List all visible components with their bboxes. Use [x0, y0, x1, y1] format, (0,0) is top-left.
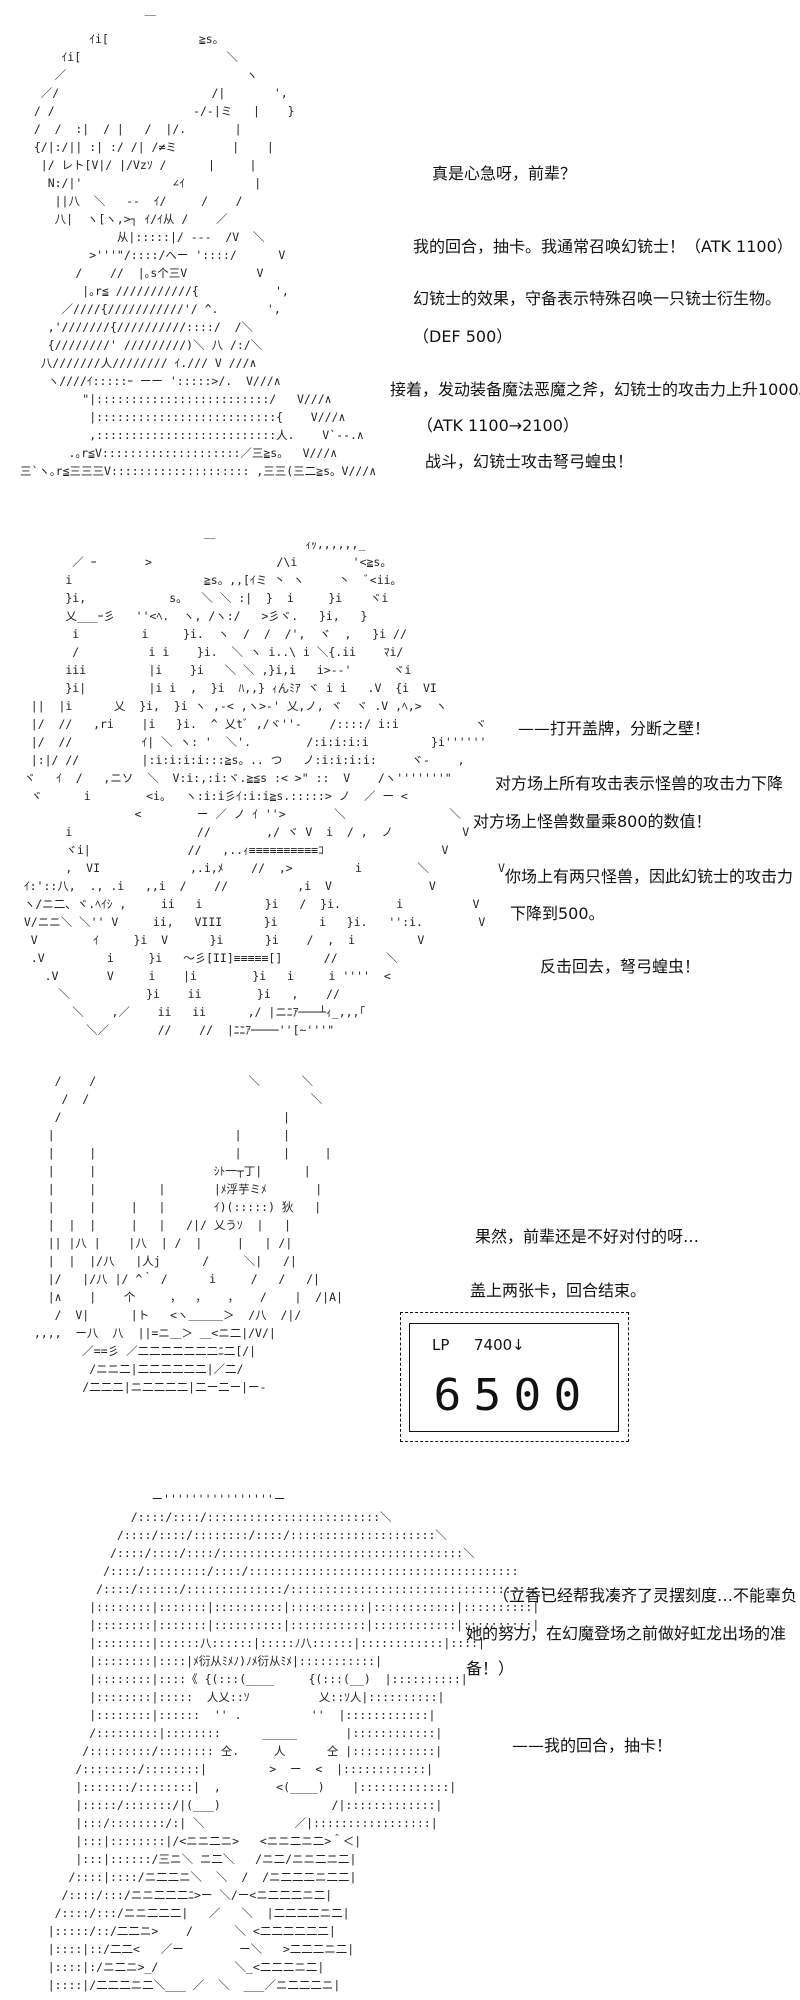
- dialogue-line: （DEF 500）: [413, 327, 513, 346]
- dialogue-line: 反击回去，弩弓蝗虫！: [540, 957, 701, 976]
- lp-digit: 5: [473, 1370, 502, 1421]
- life-points-display: LP 7400↓ 6 5 0 0: [400, 1312, 629, 1442]
- lp-label: LP: [432, 1336, 450, 1354]
- dialogue-line: ——我的回合，抽卡！: [512, 1736, 673, 1755]
- ascii-art-character-2: ￣ ｨｯ,,,,,,_ ／ ｰ > /\i '<≧s。 i ≧s。,,[ｲミ 丶…: [23, 537, 505, 1037]
- dialogue-line: 盖上两张卡，回合结束。: [470, 1281, 647, 1300]
- lp-previous-value: 7400↓: [474, 1336, 525, 1354]
- dialogue-line: 果然，前辈还是不好对付的呀…: [475, 1227, 700, 1246]
- lp-current-value: 6 5 0 0: [433, 1370, 582, 1421]
- ascii-art-character-4: ー''''''''''''''''ー /::::/::::/::::::::::…: [47, 1492, 547, 1992]
- lp-digit: 0: [513, 1370, 542, 1421]
- life-points-inner-frame: LP 7400↓ 6 5 0 0: [409, 1323, 619, 1432]
- dialogue-line: 她的努力，在幻魔登场之前做好虹龙出场的准: [466, 1624, 787, 1643]
- dialogue-line: ——打开盖牌，分断之壁！: [518, 719, 711, 738]
- dialogue-line: 下降到500。: [510, 904, 605, 923]
- dialogue-line: 对方场上所有攻击表示怪兽的攻击力下降: [495, 774, 784, 793]
- dialogue-line: 你场上有两只怪兽，因此幻铳士的攻击力: [505, 867, 794, 886]
- lp-digit: 6: [433, 1370, 462, 1421]
- dialogue-line: 真是心急呀，前辈？: [432, 164, 577, 183]
- dialogue-line: （ATK 1100→2100）: [417, 416, 579, 435]
- dialogue-line: 对方场上怪兽数量乘800的数值！: [473, 812, 712, 831]
- ascii-art-character-3: / / ＼ ＼ / / ＼ / | | | | | | | |: [33, 1074, 343, 1394]
- dialogue-line: 幻铳士的效果，守备表示特殊召唤一只铳士衍生物。: [413, 289, 782, 308]
- ascii-art-character-1: ￣ ｲi[ ≧s。 ｲi[ ＼ ／ ヽ ／/ /| ', / / -/-|ミ |…: [20, 14, 377, 478]
- dialogue-line: 我的回合，抽卡。我通常召唤幻铳士！（ATK 1100）: [413, 237, 793, 256]
- lp-digit: 0: [553, 1370, 582, 1421]
- dialogue-line: （立香已经帮我凑齐了灵摆刻度…不能辜负: [493, 1586, 798, 1605]
- dialogue-line: 战斗，幻铳士攻击弩弓蝗虫！: [425, 452, 634, 471]
- dialogue-line: 备！）: [466, 1659, 515, 1678]
- dialogue-line: 接着，发动装备魔法恶魔之斧，幻铳士的攻击力上升1000。: [390, 380, 800, 399]
